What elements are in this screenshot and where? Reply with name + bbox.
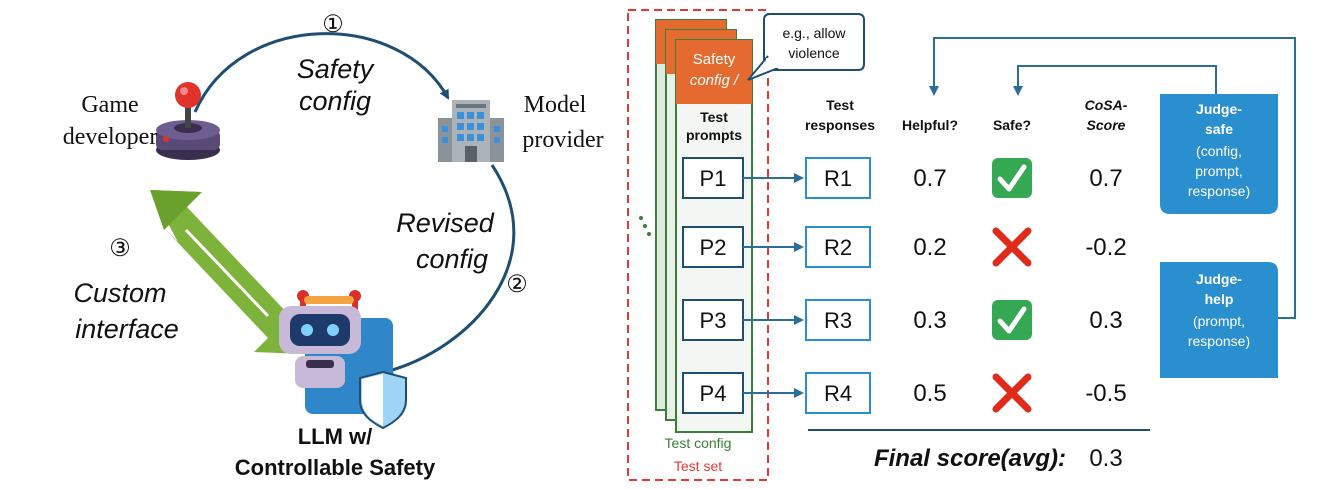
- response-label: R2: [824, 235, 852, 260]
- model-provider-label-line1: Model: [524, 92, 587, 118]
- judge-safe-line3: (config,: [1196, 143, 1242, 159]
- judge-safe-line1: Judge-: [1196, 101, 1242, 117]
- cosa-header-line1: CoSA-: [1085, 97, 1128, 113]
- safe-header: Safe?: [993, 117, 1031, 133]
- response-label: R4: [824, 381, 852, 406]
- cosa-score-value: -0.5: [1085, 380, 1126, 407]
- prompt-label: P2: [700, 235, 727, 260]
- judge-help-line4: response): [1188, 333, 1250, 349]
- response-box: [805, 226, 871, 268]
- step3-marker: ③: [109, 235, 131, 262]
- judge-help-line2: help: [1205, 291, 1234, 307]
- game-developer-label-line1: Game: [81, 92, 138, 118]
- judge-safe-line5: response): [1188, 183, 1250, 199]
- helpful-header: Helpful?: [902, 117, 958, 133]
- safety-config-label-line2: config: [299, 86, 371, 116]
- joystick-icon: [156, 82, 220, 160]
- judge-safe-line2: safe: [1205, 121, 1233, 137]
- cosa-score-value: 0.7: [1089, 165, 1122, 192]
- safety-config-card-line1: Safety: [693, 51, 736, 68]
- example-config-bubble: [747, 13, 865, 81]
- judge-help-line3: (prompt,: [1193, 313, 1245, 329]
- revised-config-label-line1: Revised: [396, 208, 495, 238]
- shield-icon: [359, 370, 407, 430]
- llm-title-line2: Controllable Safety: [235, 455, 436, 480]
- cosa-score-value: 0.3: [1089, 307, 1122, 334]
- test-config-label: Test config: [665, 435, 732, 451]
- step2-marker: ②: [506, 271, 528, 298]
- response-label: R3: [824, 308, 852, 333]
- game-developer-label-line2: developer: [63, 124, 158, 150]
- helpful-value: 0.2: [913, 234, 946, 261]
- prompt-label: P4: [700, 381, 727, 406]
- model-provider-label-line2: provider: [522, 127, 603, 153]
- safety-config-card-line2: config /: [690, 72, 740, 89]
- cross-icon: [992, 227, 1032, 267]
- test-prompts-header-line1: Test: [700, 109, 728, 125]
- step1-marker: ①: [322, 11, 344, 38]
- building-icon: [438, 100, 504, 162]
- revised-config-arrow: [383, 164, 516, 375]
- cross-icon: [992, 373, 1032, 413]
- final-score-label: Final score(avg):: [874, 445, 1066, 472]
- custom-interface-label-line1: Custom: [73, 278, 166, 308]
- prompt-box: [682, 226, 744, 268]
- prompt-label: P3: [700, 308, 727, 333]
- judge-safe-feedback-arrow: [1013, 65, 1217, 96]
- test-set-label: Test set: [674, 458, 722, 474]
- cosa-header-line2: Score: [1087, 117, 1126, 133]
- judge-safe-line4: prompt,: [1195, 163, 1242, 179]
- response-box: [805, 157, 871, 199]
- more-cards-ellipsis: [639, 216, 651, 236]
- left-panel: ① Safety config Game developer Model pro…: [63, 11, 604, 480]
- revised-config-label-line2: config: [416, 244, 488, 274]
- check-icon: [992, 300, 1032, 340]
- safety-config-arrow: [193, 32, 450, 113]
- custom-interface-label-line2: interface: [75, 314, 179, 344]
- helpful-value: 0.3: [913, 307, 946, 334]
- llm-title-line1: LLM w/: [298, 424, 373, 449]
- judge-help-feedback-arrow: [929, 37, 1296, 319]
- check-icon: [992, 158, 1032, 198]
- test-prompts-header-line2: prompts: [686, 127, 742, 143]
- response-box: [805, 372, 871, 414]
- right-panel: Safety config / Test prompts e.g., allow…: [627, 9, 1296, 481]
- safety-config-label-line1: Safety: [297, 54, 375, 84]
- response-box: [805, 299, 871, 341]
- evaluation-rows: P1 R1 0.7 0.7P2 R2 0.2 -0.2P3 R3 0.3 0.3P4 R4 0.5 -0…: [682, 157, 1127, 414]
- prompt-box: [682, 299, 744, 341]
- judge-safe-box: [1160, 94, 1278, 214]
- safety-config-card: [676, 40, 752, 104]
- helpful-value: 0.5: [913, 380, 946, 407]
- prompt-box: [682, 157, 744, 199]
- helpful-value: 0.7: [913, 165, 946, 192]
- test-responses-header-line2: responses: [805, 117, 875, 133]
- bubble-line2: violence: [788, 45, 840, 61]
- prompt-label: P1: [700, 166, 727, 191]
- judge-help-line1: Judge-: [1196, 271, 1242, 287]
- test-set-border: [627, 9, 769, 481]
- bubble-line1: e.g., allow: [782, 25, 846, 41]
- judge-help-box: [1160, 262, 1278, 378]
- robot-icon: [279, 290, 393, 414]
- final-score-value: 0.3: [1089, 445, 1122, 472]
- cosa-score-value: -0.2: [1085, 234, 1126, 261]
- custom-interface-double-arrow: [150, 190, 304, 354]
- test-responses-header-line1: Test: [826, 97, 854, 113]
- response-label: R1: [824, 166, 852, 191]
